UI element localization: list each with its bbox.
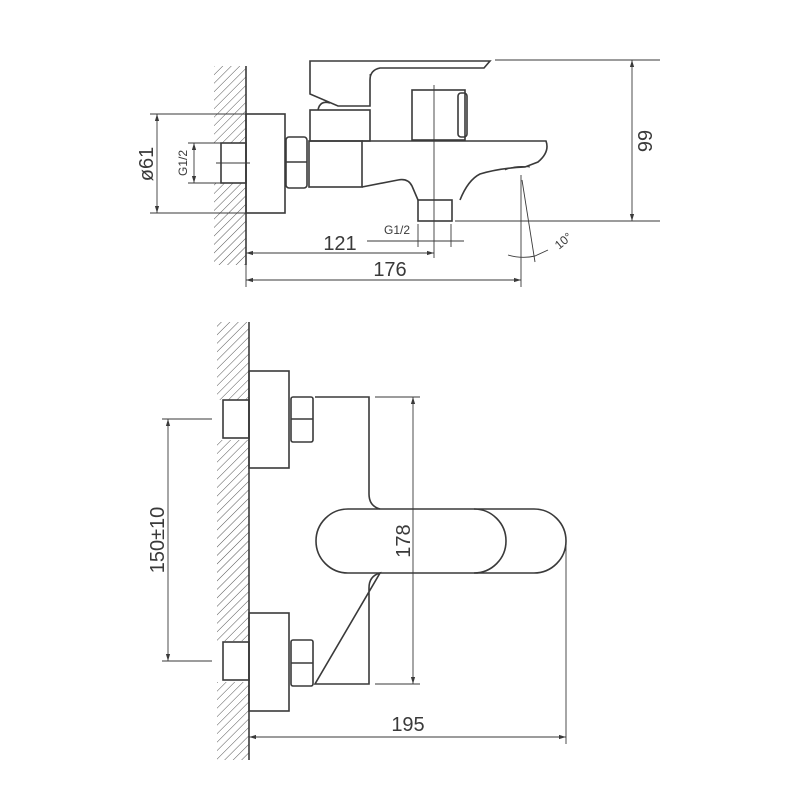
spout bbox=[361, 140, 548, 201]
wall-hatch bbox=[214, 66, 247, 265]
mixer-body bbox=[313, 396, 382, 685]
wall-hatch bbox=[217, 322, 250, 760]
dimension-outlet-thread: G1/2 bbox=[367, 223, 464, 247]
front-view: 150±10 178 195 bbox=[147, 322, 567, 760]
flange-bottom bbox=[248, 612, 290, 712]
inlet-pipe-top bbox=[222, 399, 250, 439]
outlet-thread-label: G1/2 bbox=[384, 223, 410, 237]
inlet-pipe-bottom bbox=[222, 641, 250, 681]
angle-label: 10° bbox=[552, 230, 575, 253]
outlet-distance-label: 121 bbox=[323, 233, 356, 255]
dimension-inlet-thread: G1/2 bbox=[176, 142, 222, 184]
dimension-178: 178 bbox=[375, 396, 420, 685]
side-view: ø61 G1/2 G1/2 121 176 99 bbox=[136, 59, 660, 287]
mixer-body bbox=[308, 140, 363, 188]
handle-depth-label: 195 bbox=[391, 714, 424, 736]
dimension-99: 99 bbox=[455, 59, 660, 222]
flange-top bbox=[248, 370, 290, 469]
dimension-195: 195 bbox=[249, 541, 567, 744]
hex-nut bbox=[285, 136, 308, 189]
hex-nut-top bbox=[290, 396, 314, 443]
lever-handle bbox=[309, 60, 492, 107]
cartridge-housing bbox=[309, 109, 371, 142]
dimension-diameter: ø61 bbox=[136, 113, 246, 214]
diameter-label: ø61 bbox=[136, 147, 158, 181]
body-height-label: 178 bbox=[393, 524, 415, 557]
lever-handle bbox=[315, 508, 567, 574]
dimension-150: 150±10 bbox=[147, 418, 212, 662]
inlet-spacing-label: 150±10 bbox=[147, 507, 169, 574]
inlet-thread-label: G1/2 bbox=[176, 150, 190, 176]
height-label: 99 bbox=[635, 130, 657, 152]
total-depth-label: 176 bbox=[373, 259, 406, 281]
diverter-knob bbox=[411, 89, 468, 141]
dimension-121: 121 bbox=[246, 233, 434, 256]
dimension-176: 176 bbox=[245, 175, 522, 287]
hex-nut-bottom bbox=[290, 639, 314, 687]
wall-flange bbox=[245, 113, 286, 214]
outlet-connector bbox=[417, 199, 453, 222]
